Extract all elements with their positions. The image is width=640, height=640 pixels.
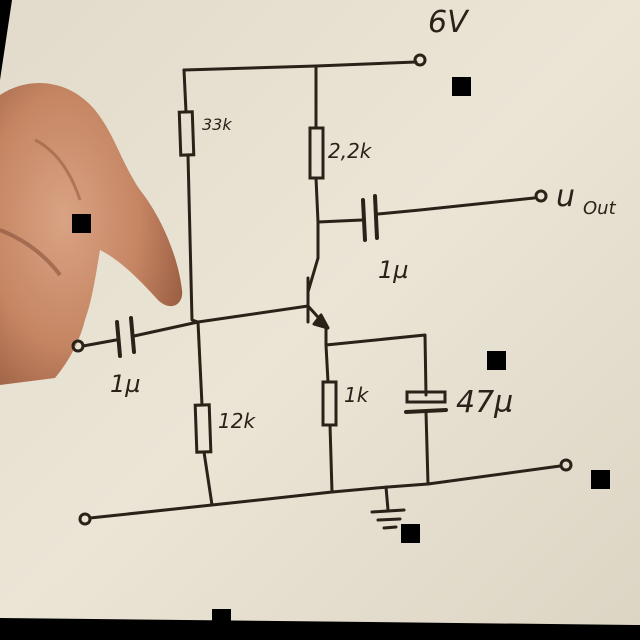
label-47u: 47µ [456, 385, 513, 420]
resistors [177, 110, 338, 454]
label-input-cap: 1µ [110, 370, 141, 398]
resistor-1k [321, 380, 338, 427]
supply-voltage-label: 6V [428, 5, 470, 40]
capacitor-input [115, 316, 136, 358]
hand-photo [0, 83, 183, 385]
label-33k: 33k [202, 115, 232, 134]
resistor-2-2k [308, 126, 325, 180]
label-1k: 1k [344, 383, 370, 407]
capacitor-output [361, 194, 379, 242]
circuit-wiring [71, 53, 573, 530]
capacitor-emitter [404, 390, 448, 414]
redaction-marks [72, 77, 610, 628]
capacitors [115, 194, 448, 414]
label-12k: 12k [218, 409, 256, 433]
label-2-2k: 2,2k [328, 139, 373, 163]
paper-sheet [0, 0, 640, 625]
resistor-12k [193, 403, 213, 454]
output-label-out: Out [583, 198, 617, 219]
resistor-33k [177, 110, 196, 157]
output-label-u: u [556, 179, 575, 214]
label-output-cap: 1µ [378, 256, 409, 284]
